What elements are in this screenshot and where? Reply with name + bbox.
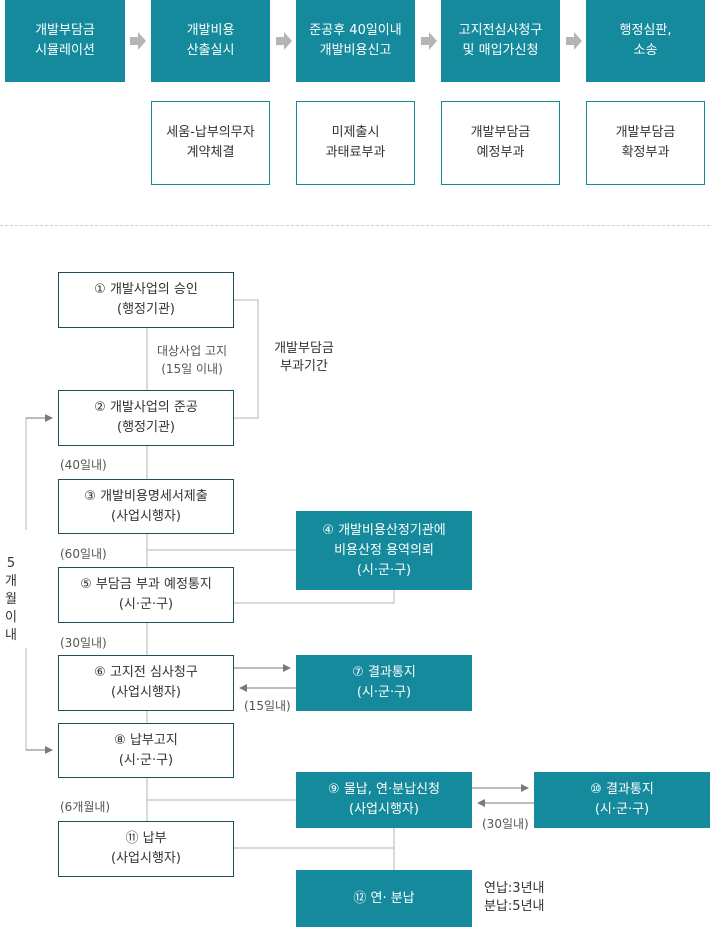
label-40-days: (40일내) xyxy=(60,458,107,472)
node-8-payment-notice: ⑧ 납부고지 (시·군·구) xyxy=(58,723,234,778)
node-line3: (시·군·구) xyxy=(356,562,412,578)
installment-line2: 분납:5년내 xyxy=(484,899,545,914)
node-line2: (시·군·구) xyxy=(118,597,174,612)
node-line2: (사업시행자) xyxy=(349,802,419,817)
process-step-simulation: 개발부담금 시뮬레이션 xyxy=(5,0,125,82)
node-line2: (사업시행자) xyxy=(111,851,181,866)
result-line2: 예정부과 xyxy=(476,145,525,160)
five-months-label: 5 개 월 이 내 xyxy=(4,555,18,645)
node-7-result-notice: ⑦ 결과통지 (시·군·구) xyxy=(296,655,472,711)
label-60-days: (60일내) xyxy=(60,547,107,561)
node-line1: ③ 개발비용명세서제출 xyxy=(84,488,208,504)
process-step-cost-calc: 개발비용 산출실시 xyxy=(151,0,270,82)
node-line1: ② 개발사업의 준공 xyxy=(94,400,198,415)
step-line1: 행정심판, xyxy=(619,23,672,38)
result-line2: 과태료부과 xyxy=(325,145,386,160)
node-line1: ⑪ 납부 xyxy=(125,831,167,846)
result-provisional-charge: 개발부담금 예정부과 xyxy=(441,101,560,185)
node-line2: (행정기관) xyxy=(117,420,175,435)
node-10-result-notice: ⑩ 결과통지 (시·군·구) xyxy=(534,772,710,828)
period-line2: 부과기간 xyxy=(280,359,328,374)
step-line2: 산출실시 xyxy=(186,43,235,58)
result-final-charge: 개발부담금 확정부과 xyxy=(586,101,705,185)
section-divider xyxy=(0,225,710,226)
node-line1: ④ 개발비용산정기관에 xyxy=(322,522,446,538)
node-2-completion: ② 개발사업의 준공 (행정기관) xyxy=(58,390,234,446)
result-line2: 계약체결 xyxy=(186,145,235,160)
node-11-payment: ⑪ 납부 (사업시행자) xyxy=(58,821,234,877)
node-12-installment: ⑫ 연· 분납 xyxy=(296,870,472,927)
step-line2: 시뮬레이션 xyxy=(35,43,95,58)
vertical-char: 5 xyxy=(6,556,16,571)
installment-terms: 연납:3년내 분납:5년내 xyxy=(484,880,545,916)
node-4-cost-agency: ④ 개발비용산정기관에 비용산정 용역의뢰 (시·군·구) xyxy=(296,511,472,590)
step-line1: 개발비용 xyxy=(186,23,235,38)
step-line1: 준공후 40일이내 xyxy=(309,23,402,38)
notice-line1: 대상사업 고지 xyxy=(156,344,228,358)
charge-period-label: 개발부담금 부과기간 xyxy=(262,340,346,376)
notice-line2: (15일 이내) xyxy=(161,362,223,376)
label-30-days: (30일내) xyxy=(60,636,107,650)
vertical-char: 월 xyxy=(5,592,17,607)
node-line2: (시·군·구) xyxy=(118,752,174,768)
process-step-appeal: 행정심판, 소송 xyxy=(586,0,705,82)
node-line1: ⑧ 납부고지 xyxy=(114,732,178,748)
result-penalty: 미제출시 과태료부과 xyxy=(296,101,415,185)
node-3-cost-statement: ③ 개발비용명세서제출 (사업시행자) xyxy=(58,479,234,534)
result-line1: 개발부담금 xyxy=(615,125,676,140)
node-line2: (시·군·구) xyxy=(356,685,412,700)
node-line1: ⑩ 결과통지 xyxy=(590,782,654,797)
step-line1: 고지전심사청구 xyxy=(458,23,543,38)
node-line1: ⑫ 연· 분납 xyxy=(353,890,415,906)
result-line1: 미제출시 xyxy=(331,125,380,140)
node-line2: (사업시행자) xyxy=(111,685,181,700)
label-30-days-b: (30일내) xyxy=(482,817,529,831)
vertical-char: 내 xyxy=(5,628,17,643)
node-line2: 비용산정 용역의뢰 xyxy=(334,542,434,558)
node-line2: (행정기관) xyxy=(117,302,175,317)
node-line1: ⑥ 고지전 심사청구 xyxy=(94,665,198,680)
result-line2: 확정부과 xyxy=(621,145,670,160)
node-1-approval: ① 개발사업의 승인 (행정기관) xyxy=(58,272,234,328)
node-5-provisional-notice: ⑤ 부담금 부과 예정통지 (시·군·구) xyxy=(58,567,234,623)
node-line2: (사업시행자) xyxy=(111,508,181,524)
step-line2: 및 매입가신청 xyxy=(462,43,539,58)
node-line1: ① 개발사업의 승인 xyxy=(94,282,198,297)
node-line1: ⑨ 물납, 연·분납신청 xyxy=(328,782,440,797)
step-line1: 개발부담금 xyxy=(35,23,95,38)
process-step-review-request: 고지전심사청구 및 매입가신청 xyxy=(441,0,560,82)
notice-label: 대상사업 고지 (15일 이내) xyxy=(148,342,236,378)
result-contract: 세움-납부의무자 계약체결 xyxy=(151,101,270,185)
node-9-installment-request: ⑨ 물납, 연·분납신청 (사업시행자) xyxy=(296,772,472,828)
result-line1: 개발부담금 xyxy=(470,125,531,140)
node-line2: (시·군·구) xyxy=(594,802,650,817)
step-line2: 소송 xyxy=(633,43,658,58)
installment-line1: 연납:3년내 xyxy=(484,881,545,896)
node-line1: ⑤ 부담금 부과 예정통지 xyxy=(80,577,212,592)
vertical-char: 이 xyxy=(5,610,17,625)
node-line1: ⑦ 결과통지 xyxy=(352,665,416,680)
result-line1: 세움-납부의무자 xyxy=(166,125,255,140)
period-line1: 개발부담금 xyxy=(274,341,334,356)
node-6-review-request: ⑥ 고지전 심사청구 (사업시행자) xyxy=(58,655,234,711)
label-6-months: (6개월내) xyxy=(60,800,111,814)
process-step-cost-report: 준공후 40일이내 개발비용신고 xyxy=(296,0,415,82)
label-15-days: (15일내) xyxy=(244,699,291,713)
vertical-char: 개 xyxy=(5,574,17,589)
step-line2: 개발비용신고 xyxy=(319,43,392,58)
